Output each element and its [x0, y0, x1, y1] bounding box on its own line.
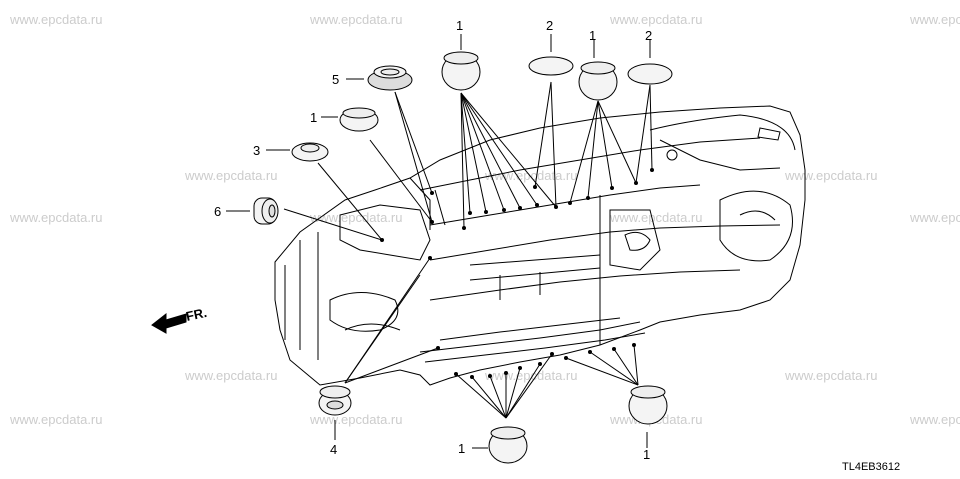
arrow-left-icon [151, 312, 187, 334]
watermark: www.epcdata.ru [909, 210, 960, 225]
watermark: www.epcdata.ru [784, 368, 878, 383]
watermark: www.epcdata.ru [609, 12, 703, 27]
part-1-plug-top-middle [441, 51, 481, 91]
callout-2: 2 [546, 18, 553, 33]
callout-1: 1 [458, 441, 465, 456]
callout-2: 2 [645, 28, 652, 43]
part-4-grommet [318, 385, 352, 416]
part-3-grommet [291, 142, 329, 162]
watermark: www.epcdata.ru [9, 12, 103, 27]
part-2-seal-left [528, 56, 574, 76]
callout-3: 3 [253, 143, 260, 158]
watermark: www.epcdata.ru [909, 412, 960, 427]
vehicle-body-outline [274, 105, 806, 386]
part-1-plug-bottom-middle [488, 426, 528, 464]
watermark: www.epcdata.ru [484, 168, 578, 183]
callout-1: 1 [456, 18, 463, 33]
part-6-grommet [253, 197, 279, 225]
watermark: www.epcdata.ru [184, 368, 278, 383]
part-1-plug-top-right [578, 61, 618, 101]
leader-lines [226, 34, 653, 449]
watermark: www.epcdata.ru [609, 210, 703, 225]
watermark: www.epcdata.ru [909, 12, 960, 27]
callout-4: 4 [330, 442, 337, 457]
watermark-layer: www.epcdata.ru www.epcdata.ru www.epcdat… [9, 12, 960, 427]
watermark: www.epcdata.ru [309, 12, 403, 27]
watermark: www.epcdata.ru [9, 412, 103, 427]
front-direction-indicator: FR. [151, 305, 209, 334]
callout-1: 1 [643, 447, 650, 462]
callout-6: 6 [214, 204, 221, 219]
callout-1: 1 [589, 28, 596, 43]
mounting-holes [380, 168, 654, 379]
callout-labels: 1 2 1 2 5 1 3 6 4 1 1 [214, 18, 652, 462]
part-5-grommet [367, 65, 413, 91]
part-1-plug-top-left [339, 107, 379, 132]
watermark: www.epcdata.ru [9, 210, 103, 225]
diagram-code: TL4EB3612 [842, 461, 900, 473]
callout-1: 1 [310, 110, 317, 125]
watermark: www.epcdata.ru [184, 168, 278, 183]
watermark: www.epcdata.ru [309, 412, 403, 427]
part-1-plug-bottom-right [628, 385, 668, 425]
watermark: www.epcdata.ru [309, 210, 403, 225]
callout-5: 5 [332, 72, 339, 87]
watermark: www.epcdata.ru [484, 368, 578, 383]
part-2-seal-right [627, 63, 673, 85]
watermark: www.epcdata.ru [784, 168, 878, 183]
direction-label: FR. [185, 305, 209, 324]
